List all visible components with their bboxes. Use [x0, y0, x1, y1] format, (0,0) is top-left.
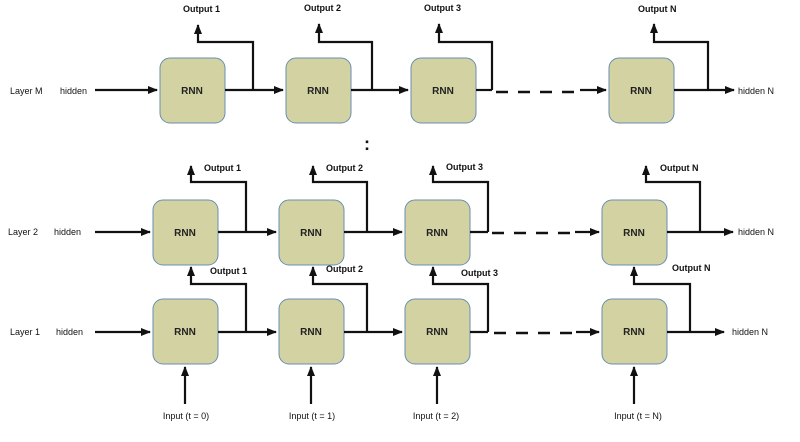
input-t2-label: Input (t = 2): [413, 411, 459, 421]
layer-1-label: Layer 1: [10, 327, 40, 337]
layer-m-output-n-label: Output N: [638, 4, 677, 14]
rnn-cell-label: RNN: [426, 228, 448, 239]
layer-m-row: RNN RNN RNN RNN Output 1 Output 2 Output…: [95, 3, 735, 124]
output-branch: [315, 23, 374, 90]
rnn-cell-label: RNN: [623, 228, 645, 239]
input-t0-label: Input (t = 0): [163, 411, 209, 421]
layer-1-hidden-in-label: hidden: [56, 327, 83, 337]
layer-2-hidden-in-label: hidden: [54, 227, 81, 237]
rnn-cell-label: RNN: [432, 86, 454, 97]
layer-1-output-n-label: Output N: [672, 263, 711, 273]
layer-1-output-1-label: Output 1: [210, 266, 247, 276]
layer-m-label: Layer M: [10, 86, 43, 96]
layer-2-label: Layer 2: [8, 227, 38, 237]
rnn-cell-label: RNN: [174, 327, 196, 338]
rnn-cell-label: RNN: [623, 327, 645, 338]
rnn-cell-label: RNN: [307, 86, 329, 97]
layer-2-output-1-label: Output 1: [204, 163, 241, 173]
layer-1-output-to-layer-2: [187, 266, 248, 332]
output-branch: [642, 165, 702, 232]
output-branch: [309, 165, 369, 232]
layer-m-output-1-label: Output 1: [183, 4, 220, 14]
layer-ellipsis: :: [364, 134, 370, 154]
layer-1-hidden-out-label: hidden N: [732, 327, 768, 337]
layer-2-row: RNN RNN RNN RNN Output 1 Output 2 Output…: [95, 162, 734, 266]
rnn-cell-label: RNN: [426, 327, 448, 338]
rnn-cell-label: RNN: [174, 228, 196, 239]
layer-2-output-3-label: Output 3: [446, 162, 483, 172]
output-branch: [435, 23, 494, 90]
rnn-cell-label: RNN: [630, 86, 652, 97]
output-branch: [194, 24, 255, 90]
rnn-cell-label: RNN: [300, 327, 322, 338]
output-branch: [429, 165, 490, 232]
input-t1-label: Input (t = 1): [289, 411, 335, 421]
rnn-cell-label: RNN: [181, 86, 203, 97]
input-tn-label: Input (t = N): [614, 411, 662, 421]
layer-1-output-to-layer-2: [630, 266, 692, 332]
layer-2-hidden-out-label: hidden N: [738, 227, 774, 237]
output-branch: [650, 23, 710, 90]
layer-2-output-2-label: Output 2: [326, 163, 363, 173]
layer-m-hidden-out-label: hidden N: [738, 86, 774, 96]
layer-1-row: RNN RNN RNN RNN Output 1 Output 2 Output…: [95, 263, 725, 421]
layer-m-hidden-in-label: hidden: [60, 86, 87, 96]
layer-1-output-3-label: Output 3: [461, 268, 498, 278]
layer-1-output-2-label: Output 2: [326, 264, 363, 274]
layer-m-output-2-label: Output 2: [304, 3, 341, 13]
output-branch: [187, 165, 248, 232]
layer-2-output-n-label: Output N: [660, 163, 699, 173]
rnn-cell-label: RNN: [300, 228, 322, 239]
layer-1-output-to-layer-2: [429, 266, 490, 332]
layer-m-output-3-label: Output 3: [424, 3, 461, 13]
layer-1-output-to-layer-2: [309, 266, 369, 332]
